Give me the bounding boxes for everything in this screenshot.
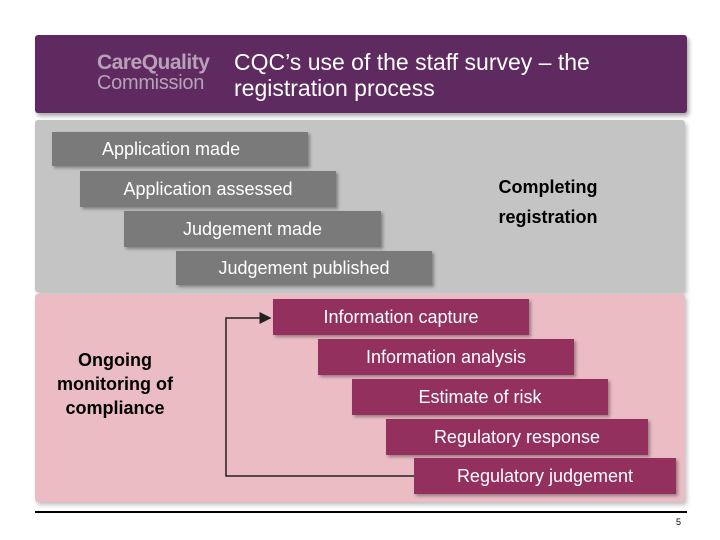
- step-application-assessed: Application assessed: [80, 171, 336, 207]
- footer-rule: [35, 511, 687, 513]
- step-information-capture: Information capture: [273, 299, 529, 335]
- step-application-made: Application made: [52, 132, 308, 166]
- page-number: 5: [676, 517, 682, 527]
- step-estimate-of-risk: Estimate of risk: [352, 379, 608, 415]
- slide-title: CQC’s use of the staff survey – the regi…: [234, 49, 590, 101]
- step-information-analysis: Information analysis: [318, 339, 574, 375]
- step-judgement-made: Judgement made: [124, 211, 381, 247]
- step-regulatory-judgement: Regulatory judgement: [414, 458, 676, 494]
- step-regulatory-response: Regulatory response: [386, 419, 648, 455]
- logo-line-1: CareQuality: [97, 51, 210, 74]
- cqc-logo: CareQuality Commission: [97, 51, 237, 97]
- step-judgement-published: Judgement published: [176, 251, 432, 285]
- ongoing-monitoring-label: Ongoing monitoring of compliance: [57, 350, 173, 418]
- logo-line-2: Commission: [97, 72, 205, 94]
- completing-registration-label: Completing registration: [498, 177, 598, 227]
- header-banner: CareQuality Commission CQC’s use of the …: [35, 35, 687, 113]
